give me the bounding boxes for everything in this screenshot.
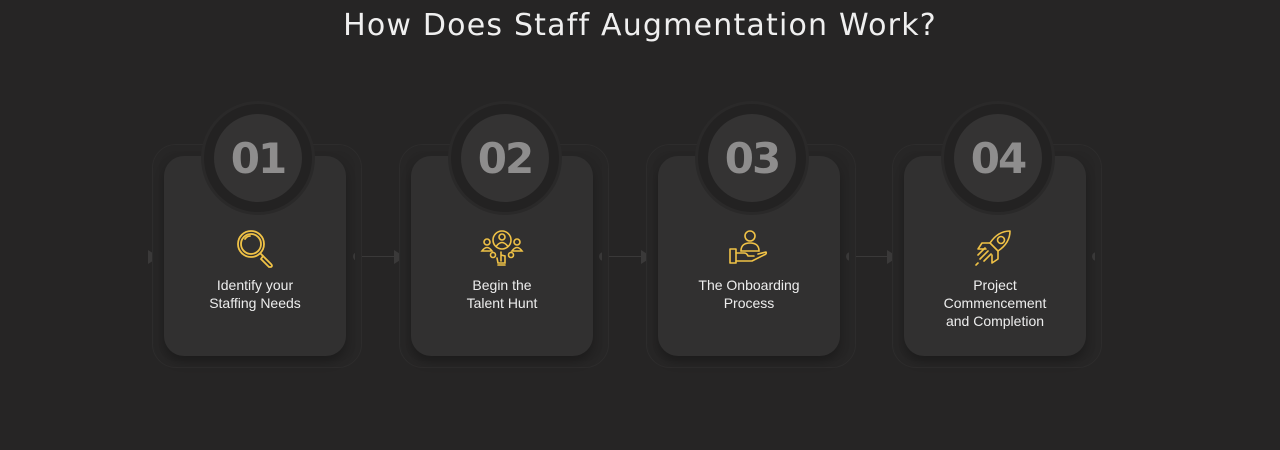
page-title: How Does Staff Augmentation Work? bbox=[343, 8, 937, 43]
connector-dot bbox=[599, 252, 608, 261]
magnifying-glass-icon bbox=[228, 224, 282, 272]
step-number: 04 bbox=[970, 133, 1027, 183]
team-search-icon bbox=[475, 224, 529, 272]
step-number-badge: 02 bbox=[451, 104, 559, 212]
connector-line bbox=[608, 256, 641, 257]
connector-line bbox=[855, 256, 887, 257]
step-number-badge: 03 bbox=[698, 104, 806, 212]
step-card-4: 04 Project Commencement and Completion bbox=[892, 104, 1114, 369]
step-label: Identify your Staffing Needs bbox=[209, 277, 301, 311]
step-label: Begin the Talent Hunt bbox=[466, 277, 538, 311]
step-number: 03 bbox=[724, 133, 781, 183]
onboarding-hand-icon bbox=[722, 224, 776, 272]
step-number: 02 bbox=[477, 133, 534, 183]
step-card-1: 01 Identify your Staffing Needs bbox=[152, 104, 374, 369]
connector-dot bbox=[353, 252, 362, 261]
step-label: Project Commencement and Completion bbox=[943, 277, 1047, 329]
step-card-3: 03 The Onboarding Process bbox=[646, 104, 868, 369]
step-number-badge: 04 bbox=[944, 104, 1052, 212]
step-card-2: 02 Begin the Talent Hunt bbox=[399, 104, 621, 369]
rocket-icon bbox=[968, 224, 1022, 272]
connector-dot bbox=[1092, 252, 1101, 261]
connector-line bbox=[362, 256, 394, 257]
step-number-badge: 01 bbox=[204, 104, 312, 212]
flow-arrow-icon bbox=[148, 250, 159, 264]
step-number: 01 bbox=[230, 133, 287, 183]
connector-dot bbox=[846, 252, 855, 261]
step-label: The Onboarding Process bbox=[698, 277, 800, 311]
